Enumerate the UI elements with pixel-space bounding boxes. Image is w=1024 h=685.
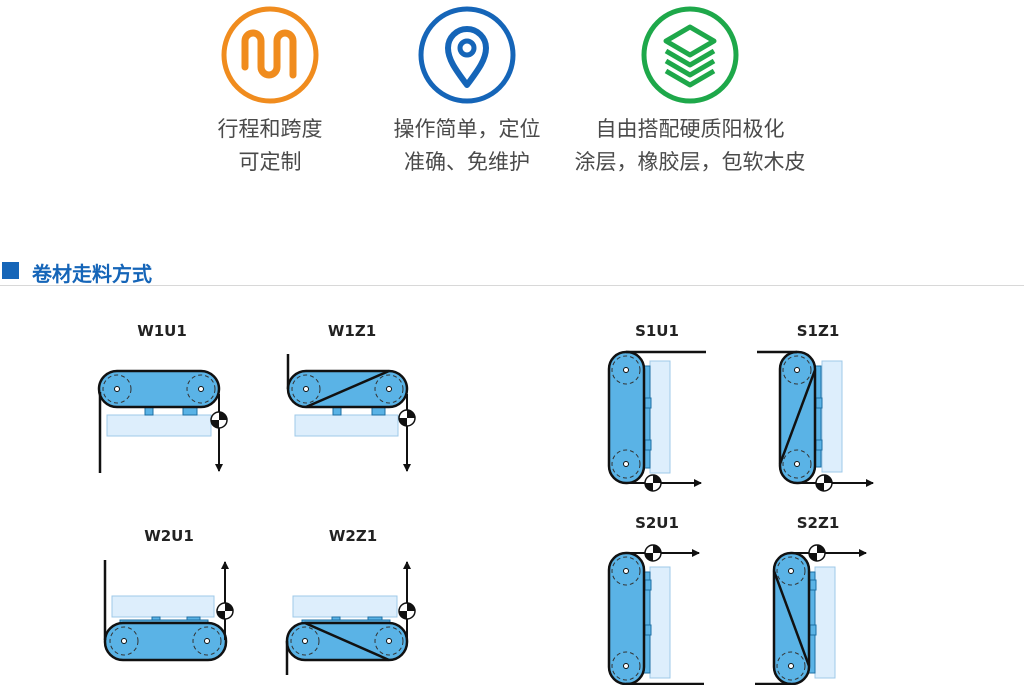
diagram-w1u1 bbox=[97, 369, 228, 473]
diagram-label-s1z1: S1Z1 bbox=[796, 322, 840, 340]
feature-text-line1: 自由搭配硬质阳极化 bbox=[595, 117, 785, 141]
meander-path-icon bbox=[220, 5, 320, 105]
feature-text-line2: 准确、免维护 bbox=[404, 150, 530, 174]
diagram-s1z1 bbox=[757, 350, 874, 492]
section-title: 卷材走料方式 bbox=[32, 262, 152, 286]
section-header: 卷材走料方式 bbox=[0, 258, 1024, 286]
feature-positioning: 操作简单，定位 准确、免维护 bbox=[337, 5, 597, 179]
diagram-label-s1u1: S1U1 bbox=[635, 322, 679, 340]
feature-coating: 自由搭配硬质阳极化 涂层，橡胶层，包软木皮 bbox=[560, 5, 820, 179]
location-pin-icon bbox=[417, 5, 517, 105]
diagram-w2z1 bbox=[285, 561, 416, 675]
diagram-label-w1u1: W1U1 bbox=[137, 322, 187, 340]
section-divider bbox=[0, 285, 1024, 286]
diagram-label-w2z1: W2Z1 bbox=[328, 527, 378, 545]
feature-text-line1: 操作简单，定位 bbox=[393, 117, 541, 141]
diagram-label-w2u1: W2U1 bbox=[144, 527, 194, 545]
section-marker bbox=[2, 262, 19, 279]
diagram-w2u1 bbox=[103, 560, 234, 662]
diagram-w1z1 bbox=[286, 354, 416, 472]
feature-text-line2: 可定制 bbox=[238, 150, 302, 174]
feature-text-line1: 行程和跨度 bbox=[217, 117, 323, 141]
diagram-label-w1z1: W1Z1 bbox=[327, 322, 377, 340]
diagram-s2z1 bbox=[755, 544, 867, 685]
diagram-label-s2z1: S2Z1 bbox=[796, 514, 840, 532]
layers-icon bbox=[640, 5, 740, 105]
feature-text-line2: 涂层，橡胶层，包软木皮 bbox=[574, 150, 806, 174]
diagram-s2u1 bbox=[607, 544, 704, 685]
feature-stroke-span: 行程和跨度 可定制 bbox=[140, 5, 400, 179]
diagram-s1u1 bbox=[607, 350, 706, 492]
diagram-label-s2u1: S2U1 bbox=[635, 514, 679, 532]
